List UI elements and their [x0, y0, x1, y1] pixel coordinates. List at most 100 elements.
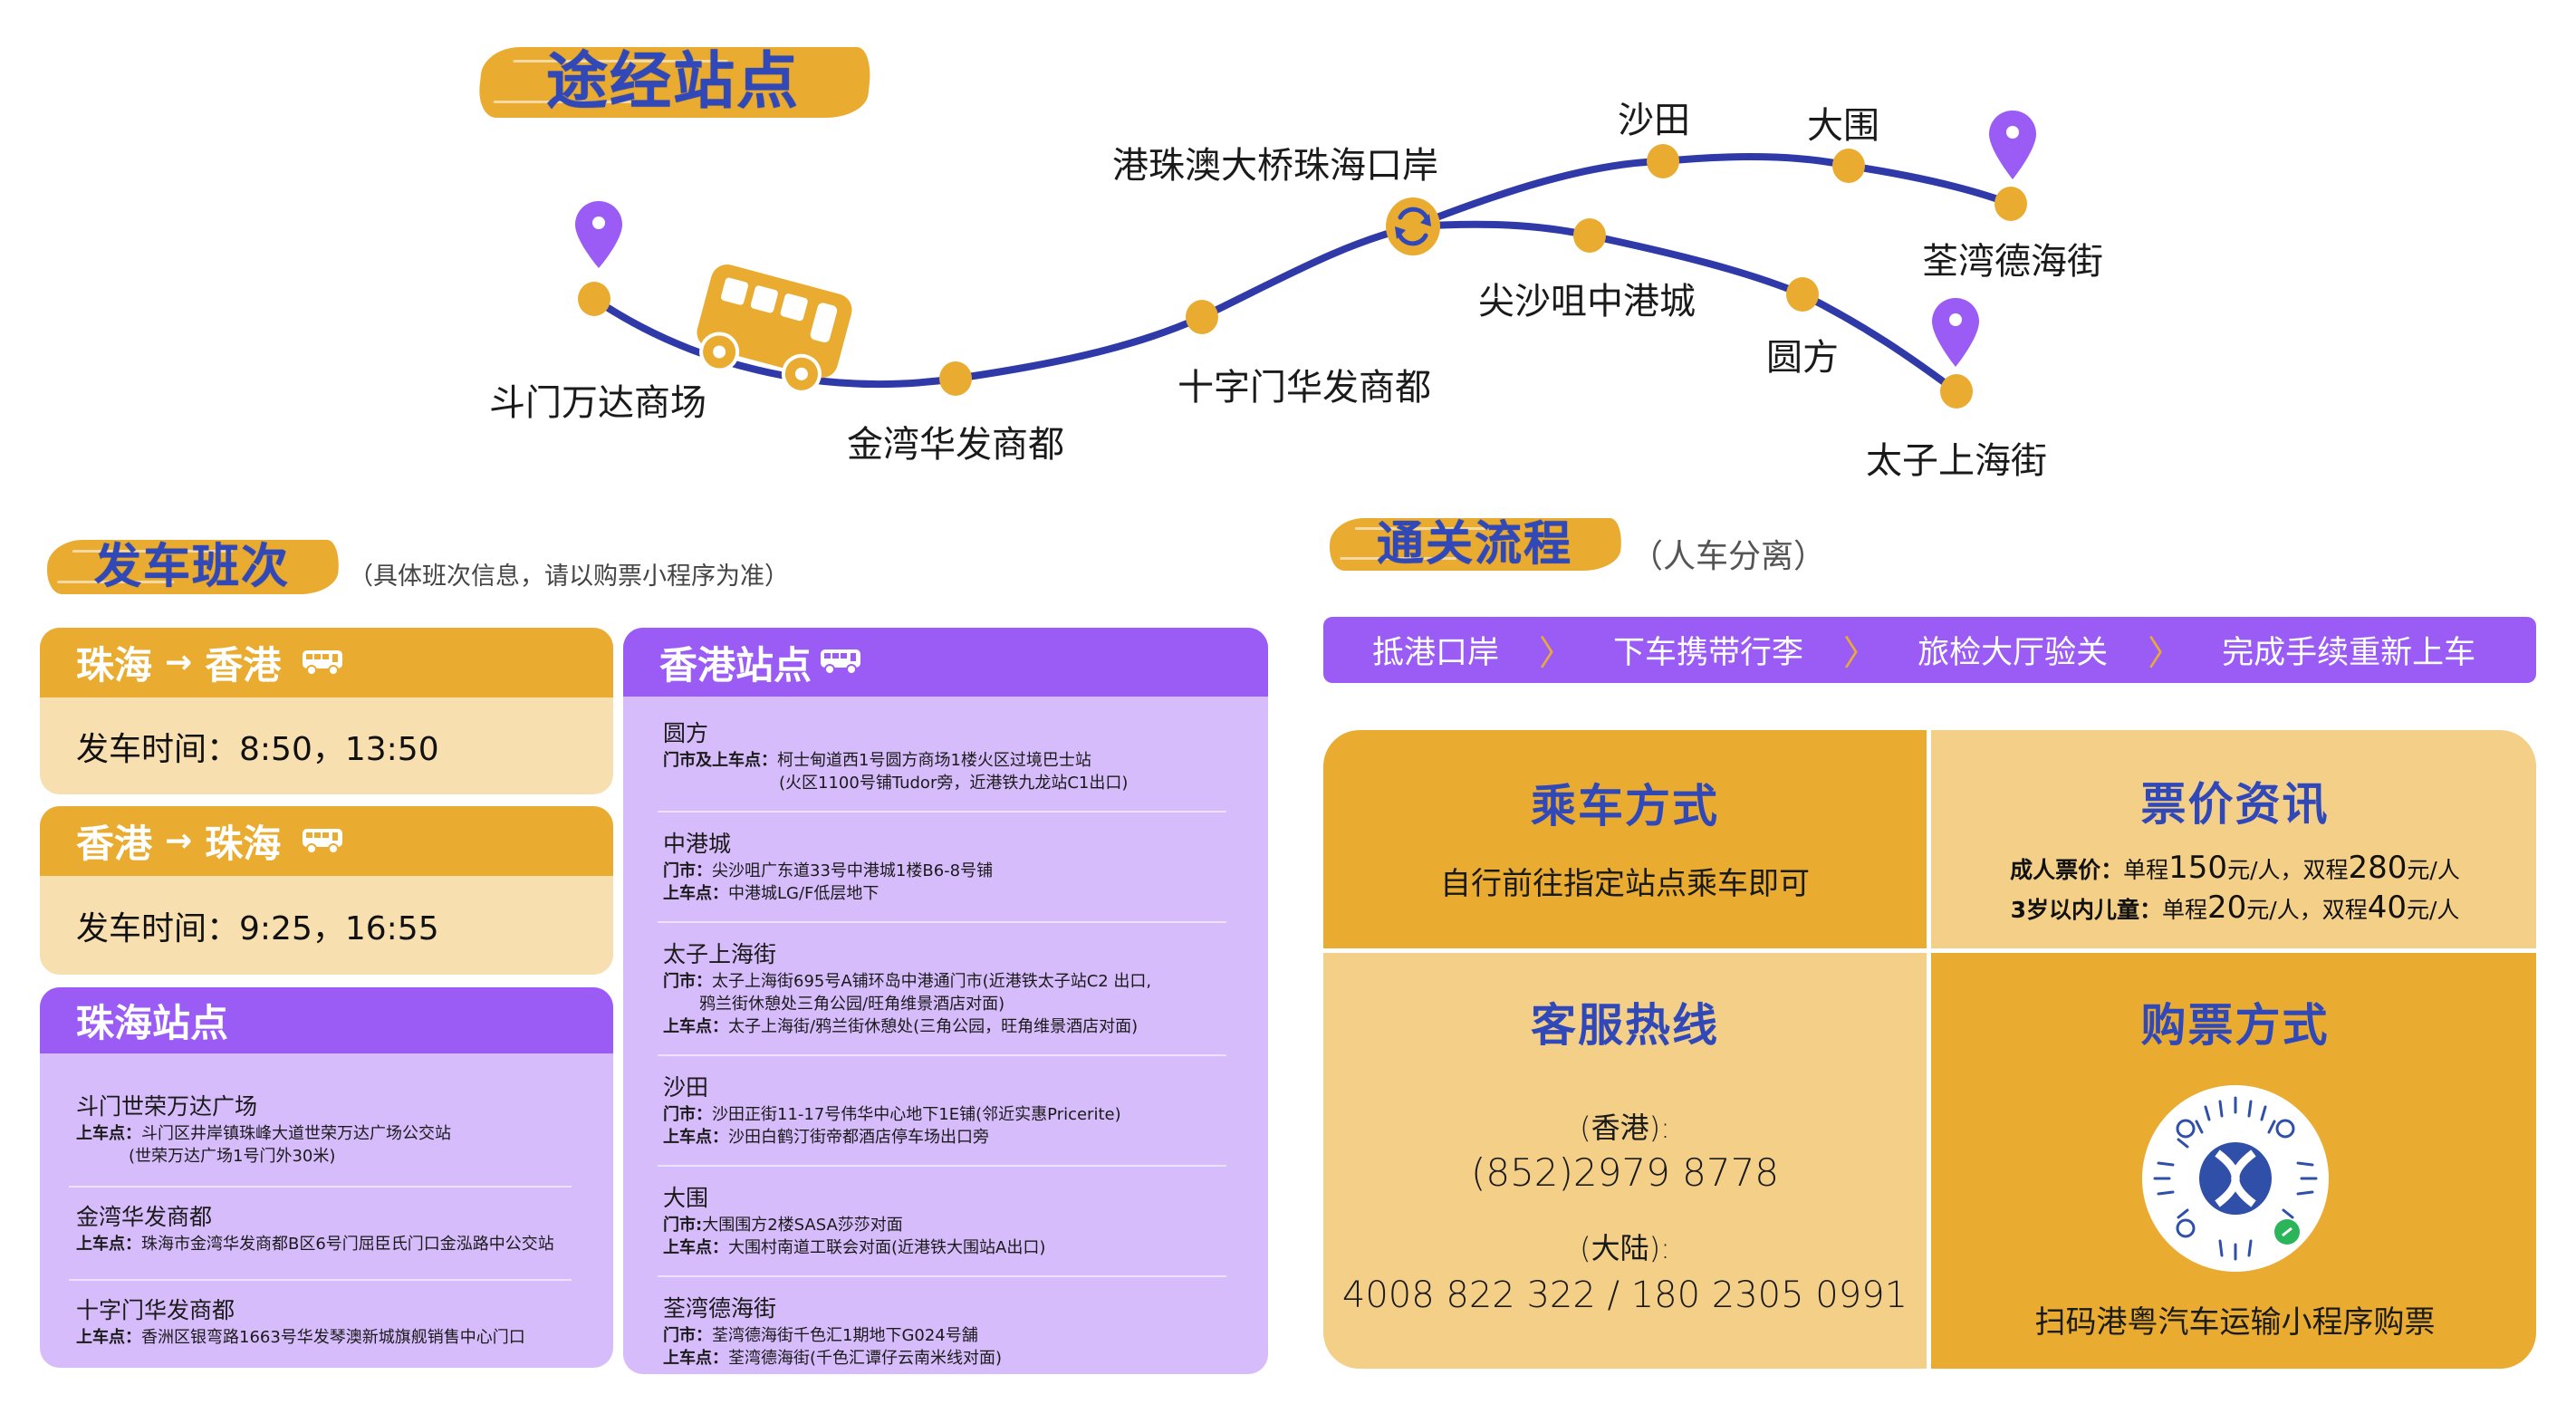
stop-pickup: 上车点：荃湾德海街(千色汇谭仔云南米线对面) [663, 1349, 1003, 1368]
hk-stops-title: 香港站点 [659, 642, 812, 688]
stop-pickup: 上车点：斗门区井岸镇珠峰大道世荣万达广场公交站 [76, 1124, 451, 1143]
departure-label: 发车时间： [76, 909, 240, 947]
departure-times: 8:50，13:50 [239, 730, 439, 768]
stop-label-jinwan: 金湾华发商都 [847, 424, 1064, 466]
stop-store: 门市及上车点：柯士甸道西1号圆方商场1楼火区过境巴士站 [663, 751, 1091, 770]
hk-stop-item: 荃湾德海街 门市：荃湾德海街千色汇1期地下G024号舗 上车点：荃湾德海街(千色… [623, 1293, 1268, 1370]
stop-name: 十字门华发商都 [76, 1297, 235, 1323]
stop-store: 门市：沙田正街11-17号伟华中心地下1E铺(邻近实惠Pricerite) [663, 1105, 1121, 1124]
schedule-section-title: 发车班次 [94, 540, 291, 594]
divider [658, 811, 1226, 813]
adult-price: 成人票价：单程150元/人，双程280元/人 [2010, 850, 2460, 886]
schedule-card-header: 香港 → 珠海 [40, 806, 613, 876]
route-from: 香港 [76, 822, 153, 866]
boarding-text: 自行前往指定站点乘车即可 [1440, 866, 1810, 902]
stop-pickup: 上车点：太子上海街/鸦兰街休憩处(三角公园，旺角维景酒店对面) [663, 1017, 1139, 1036]
info-grid: 乘车方式 自行前往指定站点乘车即可 票价资讯 成人票价：单程150元/人，双程2… [1323, 730, 2536, 1369]
schedule-card-hk-to-zh: 香港 → 珠海 发车时间： 9:25，16:55 [40, 806, 613, 975]
schedule-times: 发车时间： 9:25，16:55 [40, 876, 613, 975]
zhuhai-stop-item: 金湾华发商都 上车点：珠海市金湾华发商都B区6号门屈臣氏门口金泓路中公交站 [40, 1202, 613, 1255]
stop-pickup: 上车点：香洲区银弯路1663号华发琴澳新城旗舰销售中心门口 [76, 1328, 525, 1347]
stop-pickup: 上车点：沙田白鹤汀街帝都酒店停车场出口旁 [663, 1128, 989, 1147]
bus-icon [821, 649, 861, 675]
chevron-right-icon: 〉 [2148, 633, 2183, 673]
stop-dot-princeedward [1940, 374, 1973, 409]
stop-dot-taiwai [1832, 149, 1865, 183]
departure-label: 发车时间： [76, 730, 240, 768]
stop-store: 门市：荃湾德海街千色汇1期地下G024号舗 [663, 1326, 978, 1345]
stop-dot-tsuenwan [1994, 187, 2027, 221]
arrow-right-icon: → [165, 644, 193, 681]
zhuhai-stops-card: 珠海站点 斗门世荣万达广场 上车点：斗门区井岸镇珠峰大道世荣万达广场公交站 (世… [40, 987, 613, 1368]
stop-label-doumen: 斗门万达商场 [489, 382, 706, 424]
stop-label-shizimen: 十字门华发商都 [1177, 367, 1431, 409]
stop-dot-tst [1573, 218, 1606, 253]
bridge-transfer-circle [1386, 197, 1440, 255]
hk-stops-card: 香港站点 圆方 门市及上车点：柯士甸道西1号圆方商场1楼火区过境巴士站 (火区1… [623, 628, 1268, 1374]
chevron-right-icon: 〉 [1843, 633, 1879, 673]
stop-name: 太子上海街 [663, 941, 777, 967]
schedule-times: 发车时间： 8:50，13:50 [40, 697, 613, 794]
divider [658, 921, 1226, 923]
boarding-card: 乘车方式 自行前往指定站点乘车即可 [1323, 730, 1927, 948]
route-from: 珠海 [76, 643, 153, 688]
stop-dot-shizimen [1186, 300, 1218, 334]
schedule-card-zh-to-hk: 珠海 → 香港 发车时间： 8:50，13:50 [40, 628, 613, 794]
stop-pickup: 上车点：中港城LG/F低层地下 [663, 884, 879, 903]
location-pin-icon [575, 201, 622, 268]
stop-name: 大围 [663, 1185, 709, 1211]
stop-label-taiwai: 大围 [1807, 105, 1879, 147]
purchase-card: 购票方式 扫码港粤汽车运输小 [1931, 953, 2536, 1369]
divider [658, 1165, 1226, 1167]
divider [658, 1275, 1226, 1277]
hk-stop-item: 沙田 门市：沙田正街11-17号伟华中心地下1E铺(邻近实惠Pricerite)… [623, 1072, 1268, 1149]
location-pin-icon [1989, 111, 2036, 179]
pricing-card: 票价资讯 成人票价：单程150元/人，双程280元/人 3岁以内儿童：单程20元… [1931, 730, 2536, 948]
bus-icon [303, 649, 343, 676]
mini-program-qr-code[interactable] [2141, 1085, 2329, 1272]
zhuhai-stop-item: 十字门华发商都 上车点：香洲区银弯路1663号华发琴澳新城旗舰销售中心门口 [40, 1295, 613, 1349]
hotline-mainland-number[interactable]: 4008 822 322 / 180 2305 0991 [1341, 1274, 1908, 1316]
bus-icon [303, 828, 343, 854]
bus-illustration-icon [697, 264, 852, 394]
stop-name: 中港城 [663, 831, 732, 857]
hk-stop-item: 太子上海街 门市：太子上海街695号A铺环岛中港通门市(近港铁太子站C2 出口,… [623, 939, 1268, 1038]
route-line-branch [1409, 220, 1960, 395]
divider [658, 1054, 1226, 1056]
route-to: 香港 [205, 643, 282, 688]
stop-label-yuenfong: 圆方 [1766, 337, 1839, 379]
flow-step-2: 下车携带行李 [1613, 635, 1804, 671]
stop-label-shatin: 沙田 [1618, 100, 1690, 141]
stop-dot-shatin [1647, 144, 1679, 178]
stop-label-tst: 尖沙咀中港城 [1478, 281, 1696, 322]
clearance-note: （人车分离） [1630, 538, 1827, 575]
hk-stops-header: 香港站点 [623, 628, 1268, 697]
stop-store-cont: (火区1100号铺Tudor旁，近港铁九龙站C1出口) [779, 774, 1129, 793]
schedule-note: （具体班次信息，请以购票小程序为准） [349, 563, 789, 591]
hk-stop-item: 圆方 门市及上车点：柯士甸道西1号圆方商场1楼火区过境巴士站 (火区1100号铺… [623, 718, 1268, 794]
flow-step-3: 旅检大厅验关 [1918, 635, 2109, 671]
hotline-mainland-label: (大陆): [1580, 1231, 1670, 1265]
hotline-hk-number[interactable]: (852)2979 8778 [1470, 1150, 1780, 1195]
route-section-title: 途经站点 [546, 46, 801, 118]
hotline-title: 客服热线 [1531, 999, 1719, 1052]
route-to: 珠海 [205, 822, 282, 866]
stop-name: 圆方 [663, 720, 709, 746]
stop-pickup: 上车点：珠海市金湾华发商都B区6号门屈臣氏门口金泓路中公交站 [76, 1235, 554, 1254]
child-price: 3岁以内儿童：单程20元/人，双程40元/人 [2010, 890, 2460, 926]
stop-label-tsuenwan: 荃湾德海街 [1922, 241, 2103, 283]
flow-step-4: 完成手续重新上车 [2222, 635, 2476, 671]
zhuhai-stop-item: 斗门世荣万达广场 上车点：斗门区井岸镇珠峰大道世荣万达广场公交站 (世荣万达广场… [40, 1091, 613, 1168]
stop-store: 门市:大围围方2楼SASA莎莎对面 [663, 1216, 903, 1235]
stop-name: 斗门世荣万达广场 [76, 1093, 258, 1120]
route-line-main [591, 153, 2014, 389]
hotline-hk-label: (香港): [1580, 1111, 1670, 1145]
chevron-right-icon: 〉 [1539, 633, 1574, 673]
stop-dot-yuenfong [1786, 277, 1819, 312]
qr-code-icon [2153, 1096, 2317, 1261]
arrow-right-icon: → [165, 822, 193, 860]
zhuhai-stops-title: 珠海站点 [40, 987, 613, 1053]
purchase-title: 购票方式 [2140, 999, 2330, 1052]
departure-times: 9:25，16:55 [239, 909, 439, 947]
stop-name: 沙田 [663, 1074, 709, 1101]
